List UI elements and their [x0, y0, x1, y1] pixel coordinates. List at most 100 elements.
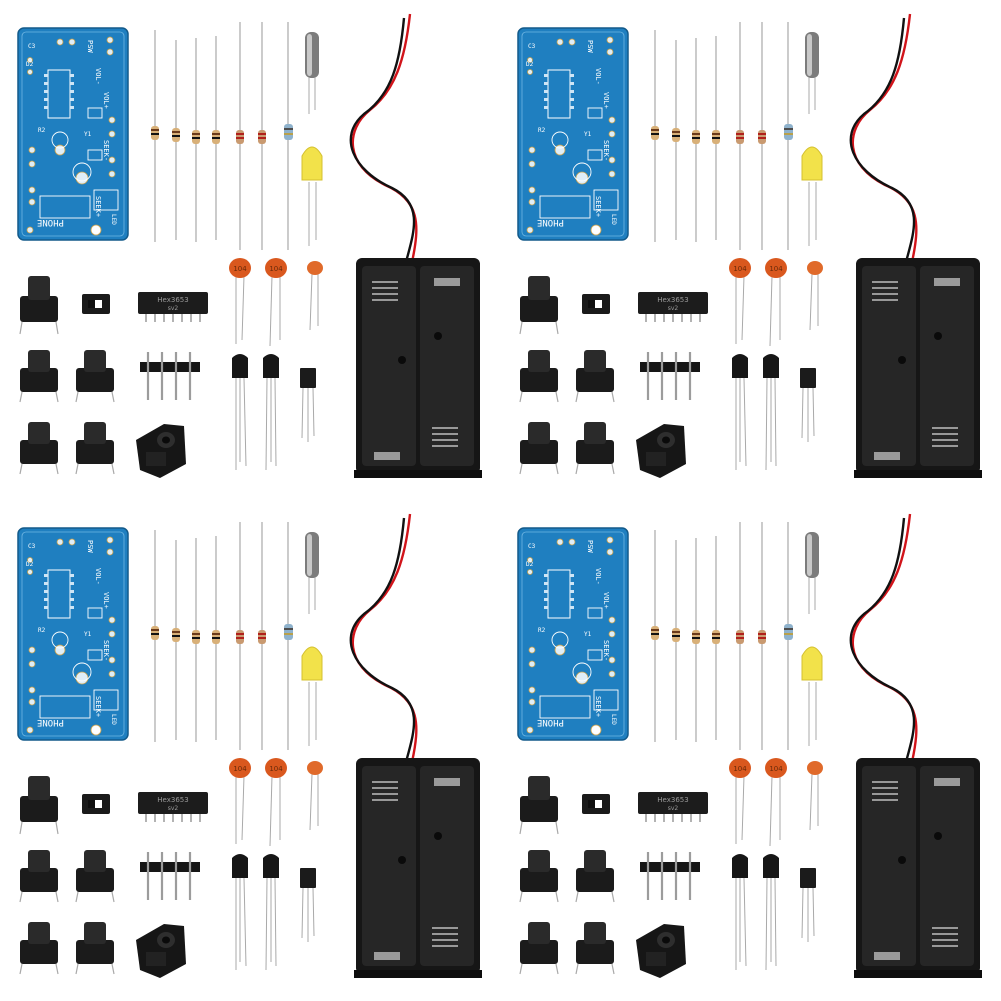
resistor-group: [651, 522, 793, 750]
tactile-button: [519, 276, 559, 335]
transistor: [763, 854, 779, 971]
resistor: [284, 522, 293, 750]
resistor-group: [151, 522, 293, 750]
audio-jack: [636, 424, 686, 478]
resistor: [151, 30, 159, 242]
slide-switch: [82, 294, 110, 314]
resistor-group: [651, 22, 793, 250]
led: [801, 646, 823, 746]
ic-marking-line2: sv2: [168, 305, 179, 312]
audio-jack: [636, 924, 686, 978]
resistor: [172, 40, 180, 240]
transistor: [263, 354, 279, 471]
ceramic-capacitor: [807, 261, 823, 331]
battery-holder: [854, 758, 982, 978]
pcb-label-seek-plus: SEEK+: [94, 696, 102, 717]
resistor: [758, 522, 766, 750]
pcb-label-d2: D2: [26, 561, 34, 568]
crystal-oscillator: [305, 532, 319, 614]
ic-marking-line2: sv2: [668, 805, 679, 812]
capacitor-marking: 104: [233, 765, 247, 773]
resistor: [258, 22, 266, 250]
resistor: [692, 538, 700, 742]
tactile-button: [519, 422, 559, 475]
pcb-label-vol-minus: VOL-: [94, 68, 102, 85]
resistor: [258, 522, 266, 750]
pcb-label-vol-plus: VOL+: [602, 592, 610, 609]
resistor: [192, 538, 200, 742]
kit-quadrant-bottom-right: PHONE SEEK+ SEEK- VOL+ VOL- PSW LED C3 D…: [500, 500, 1000, 1000]
tactile-button: [19, 850, 59, 903]
voltage-regulator: [800, 368, 816, 442]
pcb-label-c3: C3: [528, 543, 536, 550]
tactile-button: [575, 922, 615, 975]
pin-header: [140, 352, 200, 400]
pin-header: [640, 352, 700, 400]
crystal-oscillator: [805, 532, 819, 614]
resistor: [672, 40, 680, 240]
ic-marking-line2: sv2: [168, 805, 179, 812]
pcb-label-vol-minus: VOL-: [594, 68, 602, 85]
ic-chip: Hex3653 sv2: [138, 292, 208, 322]
resistor: [784, 522, 793, 750]
tactile-button: [519, 350, 559, 403]
kit-quadrant-top-left: PHONE SEEK+ SEEK- VOL+ VOL- PSW LED C3 D…: [0, 0, 500, 500]
tactile-button: [519, 776, 559, 835]
ceramic-capacitor: 104: [729, 758, 751, 844]
pcb-label-seek-plus: SEEK+: [94, 196, 102, 217]
tactile-button: [19, 776, 59, 835]
resistor: [236, 522, 244, 750]
resistor: [736, 22, 744, 250]
resistor: [692, 38, 700, 242]
transistor: [732, 354, 748, 470]
ceramic-capacitor: [807, 761, 823, 831]
voltage-regulator: [300, 368, 316, 442]
pcb-label-led: LED: [610, 714, 617, 725]
ceramic-capacitor: 104: [729, 258, 751, 344]
battery-wires: [349, 513, 418, 763]
tactile-button: [19, 350, 59, 403]
pcb-label-phone: PHONE: [537, 217, 564, 227]
battery-holder: [854, 258, 982, 478]
pcb-label-seek-minus: SEEK-: [102, 640, 110, 661]
pcb-board: PHONE SEEK+ SEEK- VOL+ VOL- PSW LED C3 D…: [17, 27, 129, 241]
tactile-button: [575, 350, 615, 403]
pcb-label-r2: R2: [38, 127, 46, 134]
tactile-button: [575, 850, 615, 903]
resistor: [672, 540, 680, 740]
ceramic-capacitor: [307, 261, 323, 331]
led: [801, 146, 823, 246]
pcb-label-seek-minus: SEEK-: [602, 140, 610, 161]
resistor: [212, 536, 220, 740]
battery-wires: [349, 13, 418, 263]
pcb-label-d2: D2: [526, 561, 534, 568]
slide-switch: [82, 794, 110, 814]
battery-holder: [354, 758, 482, 978]
led: [301, 646, 323, 746]
resistor: [212, 36, 220, 240]
capacitor-marking: 104: [733, 765, 747, 773]
pcb-label-seek-minus: SEEK-: [602, 640, 610, 661]
pcb-label-phone: PHONE: [537, 717, 564, 727]
tactile-button: [519, 922, 559, 975]
pcb-label-seek-minus: SEEK-: [102, 140, 110, 161]
capacitor-marking: 104: [233, 265, 247, 273]
pcb-label-psw: PSW: [586, 40, 594, 53]
pcb-label-y1: Y1: [84, 631, 92, 638]
pcb-label-y1: Y1: [584, 631, 592, 638]
led: [301, 146, 323, 246]
capacitor-marking: 104: [269, 765, 283, 773]
resistor-group: [151, 22, 293, 250]
pcb-label-r2: R2: [538, 627, 546, 634]
ceramic-capacitor: 104: [229, 758, 251, 844]
transistor: [232, 854, 248, 970]
ic-chip: Hex3653 sv2: [638, 792, 708, 822]
kit-quadrant-bottom-left: PHONE SEEK+ SEEK- VOL+ VOL- PSW LED C3 D…: [0, 500, 500, 1000]
battery-holder: [354, 258, 482, 478]
pcb-board: PHONE SEEK+ SEEK- VOL+ VOL- PSW LED C3 D…: [517, 527, 629, 741]
resistor: [172, 540, 180, 740]
pcb-label-vol-minus: VOL-: [594, 568, 602, 585]
pcb-label-c3: C3: [28, 43, 36, 50]
ic-chip: Hex3653 sv2: [138, 792, 208, 822]
tactile-button: [75, 850, 115, 903]
